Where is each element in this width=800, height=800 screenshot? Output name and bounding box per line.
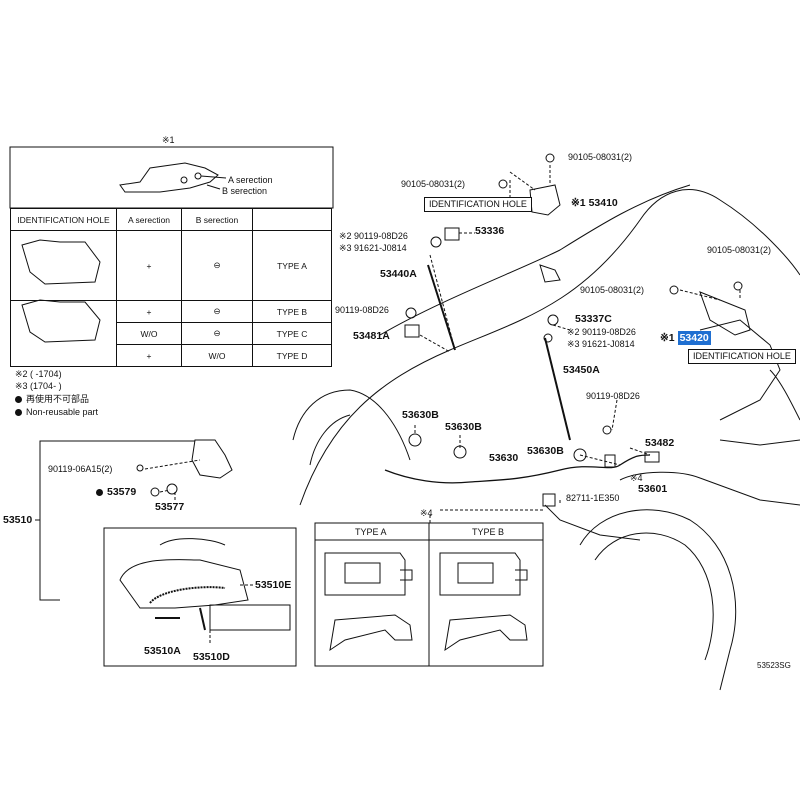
cell-a: +: [116, 230, 182, 301]
type-a-bracket: [329, 614, 413, 652]
table-row: + ⊖ TYPE B: [10, 300, 332, 367]
identification-hole-label-1: IDENTIFICATION HOLE: [424, 197, 532, 212]
part-53601[interactable]: 53601: [638, 483, 668, 495]
part-53510D[interactable]: 53510D: [193, 651, 230, 663]
hood-strut-left: [427, 264, 456, 351]
clip-5: [644, 451, 660, 463]
clip-6: [604, 454, 616, 468]
part-91621-J0814-c[interactable]: ※3 91621-J0814: [567, 339, 635, 349]
spring-53510D: [199, 607, 206, 631]
clip-1: [408, 433, 422, 447]
hood-lock-body: [191, 439, 233, 479]
part-53420-number[interactable]: 53420: [677, 331, 711, 345]
cell-b: ⊖: [181, 230, 253, 301]
hood-outline: [299, 189, 800, 506]
note-4-marker-53601: ※4: [630, 473, 643, 483]
cell-type: TYPE C: [252, 322, 332, 345]
part-82711-1E350[interactable]: 82711-1E350: [566, 493, 620, 503]
id-hole-cell-2: [10, 300, 117, 367]
identification-table: IDENTIFICATION HOLE A serection B serect…: [10, 208, 332, 367]
hood-strut-right: [544, 337, 571, 441]
part-53510E[interactable]: 53510E: [255, 579, 292, 591]
part-90105-08031-top[interactable]: 90105-08031(2): [568, 152, 633, 162]
selection-box-frame: [9, 146, 334, 209]
stay-bracket-left: [404, 324, 420, 338]
note-2: ※2 ( -1704): [15, 369, 62, 379]
clip-4: [542, 493, 556, 507]
cell-a: W/O: [116, 322, 182, 345]
part-53481A[interactable]: 53481A: [353, 330, 390, 342]
clip-3: [573, 448, 587, 462]
part-53577[interactable]: 53577: [155, 501, 185, 513]
part-91621-J0814-a[interactable]: ※3 91621-J0814: [339, 243, 407, 253]
part-53410-prefix: ※1: [571, 197, 586, 209]
part-53410-number: 53410: [588, 197, 618, 209]
part-53510A[interactable]: 53510A: [144, 645, 181, 657]
part-53630B-c[interactable]: 53630B: [527, 445, 564, 457]
note-non-reusable-en: Non-reusable part: [15, 408, 98, 417]
non-reusable-dot-icon: [96, 489, 103, 496]
note-1-marker: ※1: [162, 135, 175, 145]
table-row: + W/O TYPE D: [11, 344, 332, 367]
selection-b-label: B serection: [222, 186, 268, 196]
cell-b: ⊖: [181, 300, 253, 323]
part-90105-08031-left[interactable]: 90105-08031(2): [401, 179, 466, 189]
cell-type: TYPE D: [252, 344, 332, 367]
part-90119-08D26-a[interactable]: ※2 90119-08D26: [339, 231, 408, 241]
part-53482[interactable]: 53482: [645, 437, 675, 449]
spring-53510E: [149, 586, 226, 604]
type-b-heading: TYPE B: [472, 527, 505, 537]
part-53337C[interactable]: 53337C: [575, 313, 612, 325]
type-a-heading: TYPE A: [355, 527, 387, 537]
col-header-b: B serection: [181, 208, 253, 231]
illustration-code: 53523SG: [757, 661, 791, 670]
part-53440A[interactable]: 53440A: [380, 268, 417, 280]
type-b-connector: [439, 552, 521, 596]
cell-b: ⊖: [181, 322, 253, 345]
cell-a: +: [116, 300, 182, 323]
col-header-id-hole: IDENTIFICATION HOLE: [10, 208, 117, 231]
part-53420[interactable]: ※1 53420: [660, 331, 711, 345]
note-4-marker: ※4: [420, 508, 433, 518]
table-row: + ⊖ TYPE A: [10, 230, 332, 301]
part-53579[interactable]: 53579: [96, 487, 136, 498]
type-a-connector: [324, 552, 406, 596]
part-53630[interactable]: 53630: [489, 452, 519, 464]
type-b-bracket: [444, 614, 528, 652]
note-jp-text: 再使用不可部品: [26, 394, 90, 404]
bracket-sketch: [119, 162, 219, 193]
part-53630B-b[interactable]: 53630B: [445, 421, 482, 433]
part-53579-number: 53579: [107, 486, 137, 498]
selection-a-label: A serection: [228, 175, 273, 185]
identification-hole-label-2: IDENTIFICATION HOLE: [688, 349, 796, 364]
note-3: ※3 (1704- ): [15, 381, 62, 391]
cell-a: +: [116, 344, 182, 367]
part-53510[interactable]: 53510: [3, 514, 33, 526]
non-reusable-dot-icon: [15, 409, 22, 416]
non-reusable-dot-icon: [15, 396, 22, 403]
lock-detail-body: [119, 559, 249, 609]
part-53630B-a[interactable]: 53630B: [402, 409, 439, 421]
lock-detail-frame: [103, 527, 297, 667]
part-90105-08031-mid[interactable]: 90105-08031(2): [580, 285, 645, 295]
cell-b: W/O: [181, 344, 253, 367]
release-cable: [384, 454, 651, 484]
part-53336[interactable]: 53336: [475, 225, 505, 237]
note-non-reusable-jp: 再使用不可部品: [15, 395, 89, 404]
note-en-text: Non-reusable part: [26, 407, 99, 417]
part-90105-08031-right[interactable]: 90105-08031(2): [707, 245, 772, 255]
part-90119-06A15[interactable]: 90119-06A15(2): [48, 464, 113, 474]
cell-type: TYPE A: [252, 230, 332, 301]
part-53420-prefix: ※1: [660, 332, 675, 344]
part-53410[interactable]: ※1 53410: [571, 198, 618, 209]
part-53450A[interactable]: 53450A: [563, 364, 600, 376]
col-header-a: A serection: [116, 208, 182, 231]
cell-type: TYPE B: [252, 300, 332, 323]
id-hole-cell-1: [10, 230, 117, 301]
part-90119-08D26-d[interactable]: 90119-08D26: [586, 391, 640, 401]
col-header-type: [252, 208, 332, 231]
part-90119-08D26-b[interactable]: 90119-08D26: [335, 305, 389, 315]
part-90119-08D26-c[interactable]: ※2 90119-08D26: [567, 327, 636, 337]
